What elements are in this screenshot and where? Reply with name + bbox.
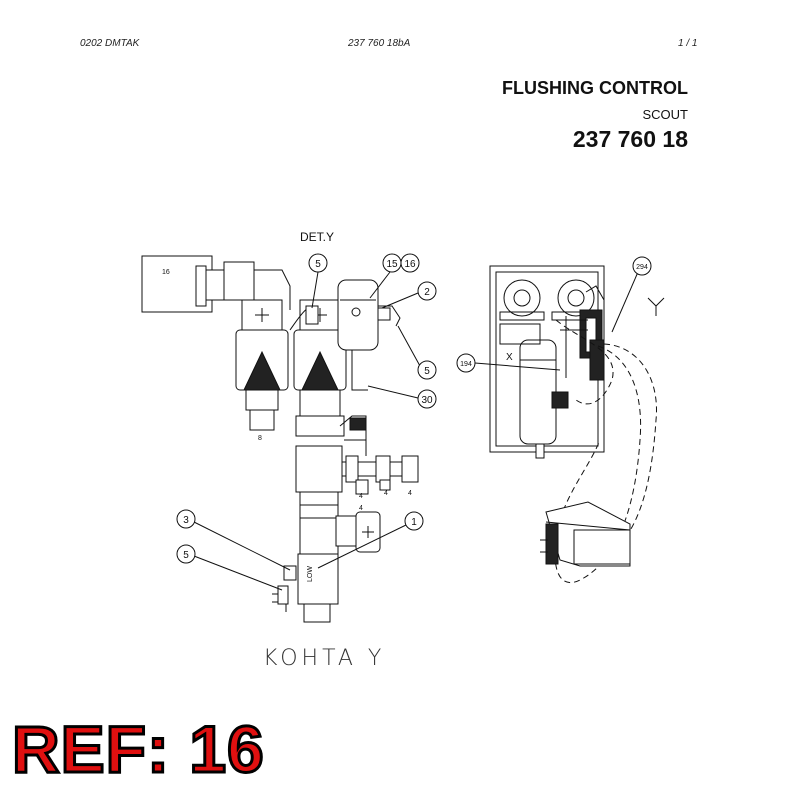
callout-1: 1 bbox=[411, 517, 417, 528]
drawing-part-number: 237 760 18 bbox=[572, 126, 688, 152]
drawing-model: SCOUT bbox=[642, 107, 689, 122]
header-left: 0202 DMTAK bbox=[80, 38, 140, 49]
overview-callouts: 294 194 bbox=[456, 256, 652, 373]
sensor-label: LOW bbox=[307, 566, 314, 582]
detail-callouts: 5 15 16 2 5 30 3 5 1 bbox=[176, 253, 437, 591]
overview-assembly: X bbox=[489, 265, 665, 583]
header-center: 237 760 18bA bbox=[348, 38, 411, 49]
svg-text:4: 4 bbox=[408, 490, 412, 497]
callout-2: 2 bbox=[424, 287, 430, 298]
callout-5-top: 5 bbox=[315, 259, 321, 270]
drawing-title: FLUSHING CONTROL bbox=[502, 78, 688, 98]
callout-30: 30 bbox=[421, 395, 433, 406]
callout-15: 15 bbox=[386, 259, 398, 270]
callout-5-lower: 5 bbox=[183, 550, 189, 561]
overview-mark: X bbox=[506, 352, 513, 363]
callout-5-right: 5 bbox=[424, 366, 430, 377]
detail-label: DET.Y bbox=[300, 230, 335, 244]
svg-text:4: 4 bbox=[359, 493, 363, 500]
ref-label: REF: 16 bbox=[11, 712, 266, 786]
small-label-8: 8 bbox=[258, 435, 262, 442]
detail-caption: KOHTA Y bbox=[263, 646, 386, 671]
header-right: 1 / 1 bbox=[678, 38, 698, 49]
callout-3: 3 bbox=[183, 515, 189, 526]
callout-294: 294 bbox=[636, 264, 648, 271]
svg-text:4: 4 bbox=[384, 490, 388, 497]
callout-16: 16 bbox=[404, 259, 416, 270]
plate-label: 16 bbox=[162, 269, 170, 276]
detail-assembly: 16 8 LOW bbox=[141, 255, 419, 623]
callout-194: 194 bbox=[460, 361, 472, 368]
svg-text:4: 4 bbox=[359, 505, 363, 512]
